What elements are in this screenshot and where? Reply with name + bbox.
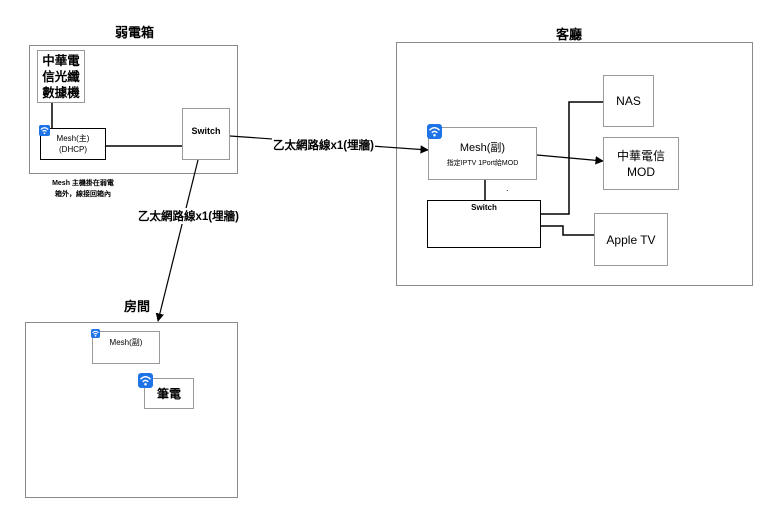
switch-living-dot: . bbox=[506, 183, 509, 193]
apple-tv-box: Apple TV bbox=[594, 213, 668, 266]
mesh-sub-living-label: Mesh(副) bbox=[459, 142, 506, 154]
mesh-sub-room-label: Mesh(副) bbox=[109, 338, 143, 347]
room-title: 房間 bbox=[124, 299, 151, 314]
mesh-main: Mesh(主) (DHCP) bbox=[40, 128, 106, 160]
switch-to-room-mesh-arrow bbox=[155, 159, 199, 322]
mesh-note-line-1: Mesh 主機掛在弱電 bbox=[52, 180, 114, 187]
wifi-icon bbox=[91, 329, 100, 338]
cable-label-room: 乙太網路線x1(埋牆) bbox=[137, 208, 240, 224]
living-room-title: 客廳 bbox=[556, 27, 583, 42]
switch-weak-label: Switch bbox=[191, 126, 221, 136]
switch-to-nas-line bbox=[541, 101, 603, 215]
cht-mod-line-1: 中華電信 bbox=[616, 148, 665, 163]
nas-label: NAS bbox=[616, 94, 641, 108]
switch-to-appletv-line bbox=[541, 225, 594, 236]
switch-living: Switch bbox=[427, 200, 541, 248]
wifi-icon bbox=[39, 125, 50, 136]
cht-fiber-modem: 中華電 信光纖 數據機 bbox=[37, 50, 85, 103]
switch-living-label: Switch bbox=[471, 203, 497, 212]
weak-box-title: 弱電箱 bbox=[115, 25, 155, 40]
mesh-main-label: Mesh(主) bbox=[56, 134, 90, 143]
mesh-main-dhcp: (DHCP) bbox=[59, 145, 87, 154]
wifi-icon bbox=[138, 373, 153, 388]
apple-tv-label: Apple TV bbox=[606, 232, 656, 247]
wifi-icon bbox=[427, 124, 442, 139]
cht-mod-box: 中華電信 MOD bbox=[603, 137, 679, 190]
modem-line-2: 信光纖 bbox=[42, 69, 80, 84]
modem-line-1: 中華電 bbox=[42, 53, 80, 68]
cable-label-living: 乙太網路線x1(埋牆) bbox=[272, 137, 375, 153]
laptop-label: 筆電 bbox=[156, 387, 181, 401]
modem-line-3: 數據機 bbox=[42, 85, 80, 100]
mesh-note: Mesh 主機掛在弱電 箱外，線接回箱內 bbox=[38, 178, 128, 200]
nas-box: NAS bbox=[603, 75, 654, 127]
mesh-sub-living-note: 指定IPTV 1Port給MOD bbox=[446, 160, 519, 167]
mesh-note-line-2: 箱外，線接回箱內 bbox=[55, 191, 111, 198]
cht-mod-line-2: MOD bbox=[627, 164, 655, 179]
mesh-to-mod-arrow bbox=[536, 154, 604, 165]
switch-weak-box: Switch bbox=[182, 108, 230, 160]
mesh-sub-living: Mesh(副) 指定IPTV 1Port給MOD bbox=[428, 127, 537, 180]
mesh-sub-room: Mesh(副) bbox=[92, 331, 160, 364]
